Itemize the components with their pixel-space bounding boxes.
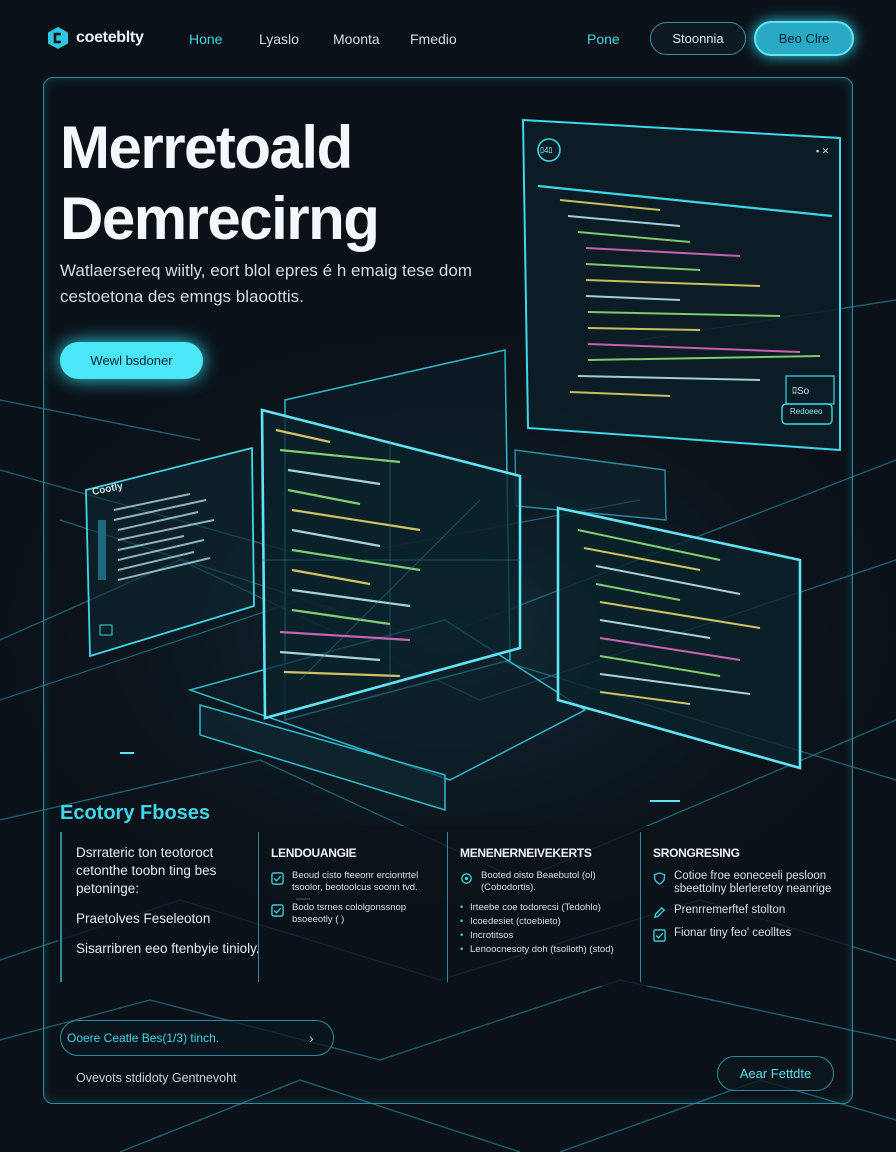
editor-close-icon[interactable]: ▪ ✕: [816, 146, 830, 156]
nav-link-4[interactable]: Fmedio: [410, 31, 457, 47]
feature-item: Booted oisto Beaebutol (ol) (Cobodortis)…: [460, 870, 633, 894]
code-panel-main: [260, 408, 522, 720]
feature-item: Prenrremerftef stolton: [653, 904, 840, 919]
brand-logo[interactable]: coeteblty: [46, 26, 144, 50]
nav-link-3[interactable]: Moonta: [333, 31, 380, 47]
gear-icon: [461, 873, 472, 884]
list-item: Incrotitsos: [460, 930, 633, 942]
feature-item: Cotioe froe eoneceeli pesloon sbeettolny…: [653, 870, 840, 896]
chevron-right-icon[interactable]: ›: [309, 1030, 314, 1046]
hero-subtitle: Watlaersereq wiitly, eort blol epres é h…: [60, 261, 472, 306]
bottom-input-field[interactable]: Ooere Ceatle Bes(1/3) tinch. ›: [60, 1020, 334, 1056]
nav-link-right[interactable]: Pone: [587, 31, 620, 47]
nav-link-2[interactable]: Lyaslo: [259, 31, 299, 47]
feature-item-text: Fionar tiny feo' ceolltes: [674, 927, 792, 939]
code-panel-right: [556, 506, 802, 770]
pencil-icon: [653, 906, 666, 919]
footer-note: Ovevots stdidoty Gentnevoht: [76, 1071, 237, 1085]
bottom-input-value: Ooere Ceatle Bes(1/3) tinch.: [67, 1031, 220, 1045]
brand-name: coeteblty: [76, 29, 144, 46]
intro-text-3: Sisarribren eeo ftenbyie tinioly.: [76, 941, 260, 956]
hero-title-line-2: Demrecirng: [60, 185, 380, 252]
hero-title: Merretoald Demrecirng: [60, 112, 380, 254]
checkbox-icon: [653, 929, 666, 942]
intro-text-2: Praetolves Feseleoton: [76, 911, 211, 926]
feature-item: Fionar tiny feo' ceolltes: [653, 927, 840, 942]
editor-badge: ﾛ4ﾛ: [540, 146, 553, 155]
feature-item: Beoud cisto fteeonr erciontrtel tsoolor,…: [271, 870, 438, 894]
feature-item-text: Booted oisto Beaebutol (ol) (Cobodortis)…: [481, 870, 596, 893]
feature-column-1: LENDOUANGIE Beoud cisto fteeonr erciontr…: [258, 832, 438, 982]
feature-item-text: Cotioe froe eoneceeli pesloon sbeettolny…: [674, 870, 832, 895]
hero-title-line-1: Merretoald: [60, 114, 353, 181]
editor-small-button[interactable]: Redoeeo: [790, 407, 823, 416]
footer-button[interactable]: Aear Fettdte: [717, 1056, 834, 1091]
shield-icon: [653, 872, 666, 885]
feature-column-3: SRONGRESING Cotioe froe eoneceeli pesloo…: [640, 832, 840, 982]
nav-link-home[interactable]: Hone: [189, 31, 223, 47]
feature-item: Bodo tsrnes cololgonssnop bsoeeotly ( ): [271, 902, 438, 926]
list-item: Lenoocnesoty doh (tsolloth) (stod): [460, 944, 633, 956]
code-editor-top-right: [521, 118, 841, 452]
feature-item-text: Beoud cisto fteeonr erciontrtel tsoolor,…: [292, 870, 419, 893]
column-3-heading: SRONGRESING: [653, 846, 740, 860]
nav-primary-button[interactable]: Beo Clre: [754, 21, 854, 56]
feature-bullet-list: Irteebe coe todorecsi (Tedohlo) Icoedesi…: [460, 902, 633, 956]
features-intro: Dsrrateric ton teotoroct cetonthe toobn …: [60, 832, 260, 982]
editor-side-box: ﾛSo: [792, 386, 810, 397]
list-item: Irteebe coe todorecsi (Tedohlo): [460, 902, 633, 914]
intro-text-1: Dsrrateric ton teotoroct cetonthe toobn …: [76, 845, 217, 896]
column-2-heading: MENENERNEIVEKERTS: [460, 846, 592, 860]
feature-item-text: Prenrremerftef stolton: [674, 904, 786, 916]
top-nav: coeteblty Hone Lyaslo Moonta Fmedio Pone…: [0, 0, 896, 76]
list-item: Icoedesiet (ctoebieto): [460, 916, 633, 928]
column-1-heading: LENDOUANGIE: [271, 846, 357, 860]
nav-outline-button[interactable]: Stoonnia: [650, 22, 746, 55]
code-panel-left: [85, 446, 255, 658]
checkbox-icon: [271, 904, 284, 917]
feature-column-2: MENENERNEIVEKERTS Booted oisto Beaebutol…: [447, 832, 633, 982]
checkbox-icon: [271, 872, 284, 885]
hero-cta-button[interactable]: Wewl bsdoner: [60, 342, 203, 379]
features-title: Ecotory Fboses: [60, 802, 211, 824]
logo-icon: [48, 27, 68, 49]
feature-item-text: Bodo tsrnes cololgonssnop bsoeeotly ( ): [292, 902, 407, 925]
